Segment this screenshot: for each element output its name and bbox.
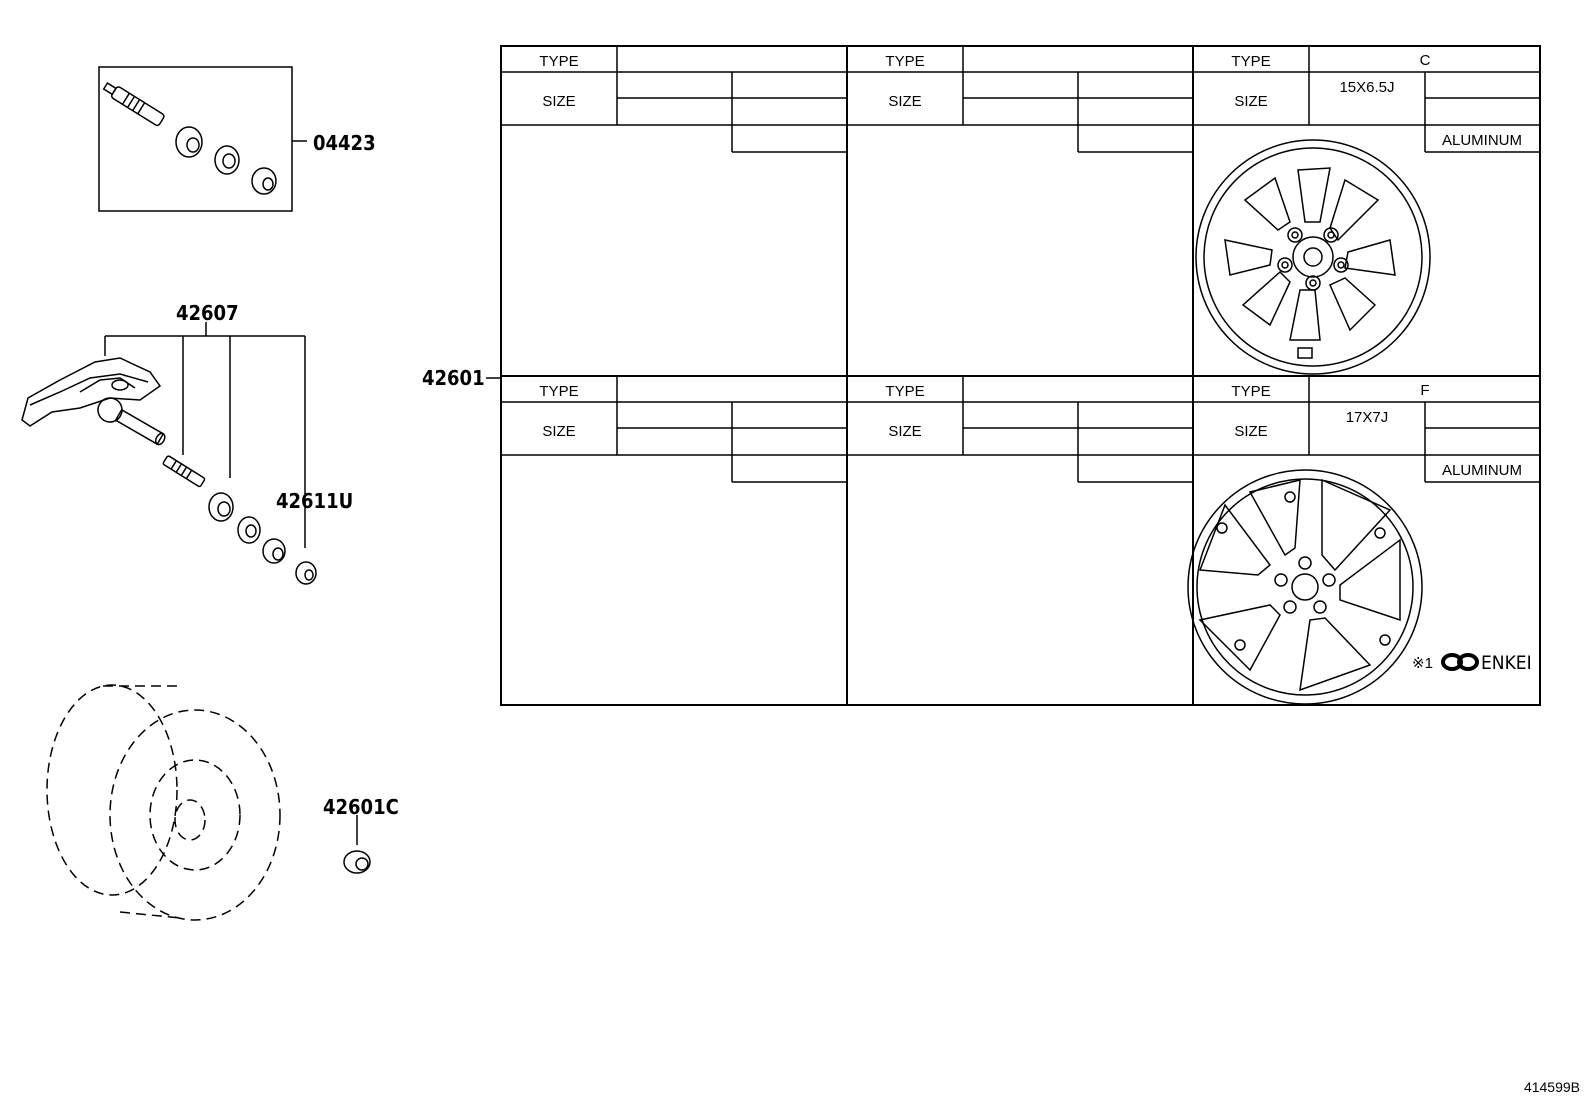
hub-nut	[343, 815, 371, 874]
wheel-f-illustration	[1187, 469, 1479, 705]
wheel-c-type: C	[1420, 52, 1431, 69]
type-label-6: TYPE	[1231, 383, 1270, 400]
size-label-5: SIZE	[888, 423, 921, 440]
type-label-4: TYPE	[539, 383, 578, 400]
label-04423: 04423	[313, 131, 376, 155]
label-42601: 42601	[422, 366, 485, 390]
size-label-4: SIZE	[542, 423, 575, 440]
size-label-1: SIZE	[542, 93, 575, 110]
tpms-sensor-group	[21, 322, 317, 585]
tire-outline	[46, 684, 281, 921]
type-label-5: TYPE	[885, 383, 924, 400]
wheel-f-size: 17X7J	[1346, 409, 1389, 426]
wheel-table	[500, 45, 1541, 706]
wheel-c-material: ALUMINUM	[1442, 132, 1522, 149]
wheel-f-type: F	[1420, 382, 1429, 399]
size-label-3: SIZE	[1234, 93, 1267, 110]
diagram-id: 414599B	[1524, 1079, 1580, 1095]
type-label-3: TYPE	[1231, 53, 1270, 70]
type-label-1: TYPE	[539, 53, 578, 70]
enkei-logo-icon	[1441, 653, 1479, 671]
label-42611U: 42611U	[276, 489, 353, 513]
wheel-c-size: 15X6.5J	[1339, 79, 1394, 96]
size-label-2: SIZE	[888, 93, 921, 110]
size-label-6: SIZE	[1234, 423, 1267, 440]
enkei-brand: ENKEI	[1481, 652, 1532, 674]
wheel-c-illustration	[1195, 139, 1431, 375]
valve-kit-box	[98, 66, 307, 212]
label-42601C: 42601C	[323, 795, 399, 819]
wheel-f-material: ALUMINUM	[1442, 462, 1522, 479]
enkei-note: ※1	[1412, 655, 1433, 672]
type-label-2: TYPE	[885, 53, 924, 70]
label-42607: 42607	[176, 301, 239, 325]
